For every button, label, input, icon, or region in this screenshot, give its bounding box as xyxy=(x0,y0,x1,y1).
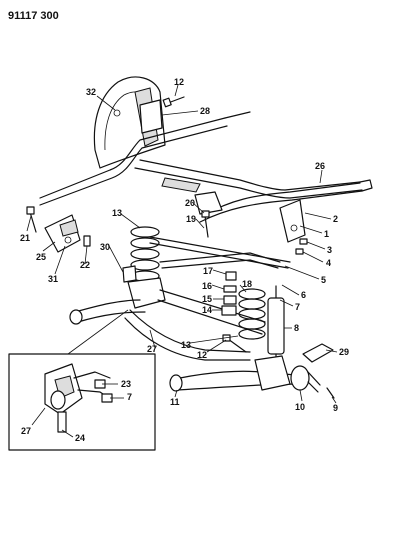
leader-lines xyxy=(26,84,338,438)
bump-stop-30 xyxy=(122,265,137,283)
callout-13-right: 13 xyxy=(181,340,191,350)
callout-14: 14 xyxy=(202,305,212,315)
callout-21: 21 xyxy=(20,233,30,243)
bolt-19 xyxy=(204,215,209,238)
bracket-2 xyxy=(279,199,306,243)
callout-28: 28 xyxy=(200,106,210,116)
callout-16: 16 xyxy=(202,281,212,291)
callout-32: 32 xyxy=(86,87,96,97)
callout-4: 4 xyxy=(326,258,331,268)
bolt-21-head xyxy=(26,206,35,215)
callout-11: 11 xyxy=(170,397,180,407)
diagram-code: 91117 300 xyxy=(8,10,59,22)
nut-4 xyxy=(295,248,304,255)
callout-20: 20 xyxy=(185,198,195,208)
callout-26: 26 xyxy=(315,161,325,171)
frame-rails xyxy=(39,111,373,223)
callout-22: 22 xyxy=(80,260,90,270)
inset-callout-7: 7 xyxy=(127,392,132,402)
bracket-25-31 xyxy=(44,214,81,253)
callout-31: 31 xyxy=(48,274,58,284)
track-bar xyxy=(149,236,291,269)
callout-8: 8 xyxy=(294,323,299,333)
callout-3: 3 xyxy=(327,245,332,255)
bolt-12-top xyxy=(162,96,185,108)
callout-18: 18 xyxy=(242,279,252,289)
callout-12-lower: 12 xyxy=(197,350,207,360)
inset-detail xyxy=(8,353,156,451)
bolt-3 xyxy=(299,238,308,245)
callout-19: 19 xyxy=(186,214,196,224)
callout-30: 30 xyxy=(100,242,110,252)
bolt-21 xyxy=(29,211,37,233)
clip-29 xyxy=(302,343,334,363)
callout-12-top: 12 xyxy=(174,77,184,87)
trailing-arm-left xyxy=(69,299,251,361)
callout-5: 5 xyxy=(321,275,326,285)
bolt-12-lower xyxy=(227,338,247,353)
nut-22 xyxy=(83,235,91,247)
trailing-arm-right xyxy=(169,355,297,392)
callout-1: 1 xyxy=(324,229,329,239)
callout-9: 9 xyxy=(333,403,338,413)
bracket-28 xyxy=(139,99,163,134)
callout-6: 6 xyxy=(301,290,306,300)
bolt-9 xyxy=(326,387,335,399)
callout-10: 10 xyxy=(295,402,305,412)
coil-spring-right xyxy=(238,288,266,340)
inset-callout-24: 24 xyxy=(75,433,85,443)
axle-left-end xyxy=(127,277,166,309)
callout-13-left: 13 xyxy=(112,208,122,218)
callout-2: 2 xyxy=(333,214,338,224)
callout-7: 7 xyxy=(295,302,300,312)
inset-callout-23: 23 xyxy=(121,379,131,389)
inset-connector xyxy=(67,309,129,355)
bolt-19-head xyxy=(201,210,210,218)
callout-15: 15 xyxy=(202,294,212,304)
spring-isolator-stack xyxy=(221,271,237,316)
callout-27: 27 xyxy=(147,344,157,354)
callout-17: 17 xyxy=(203,266,213,276)
callout-25: 25 xyxy=(36,252,46,262)
hub-10 xyxy=(290,365,321,393)
inset-callout-27: 27 xyxy=(21,426,31,436)
callout-29: 29 xyxy=(339,347,349,357)
